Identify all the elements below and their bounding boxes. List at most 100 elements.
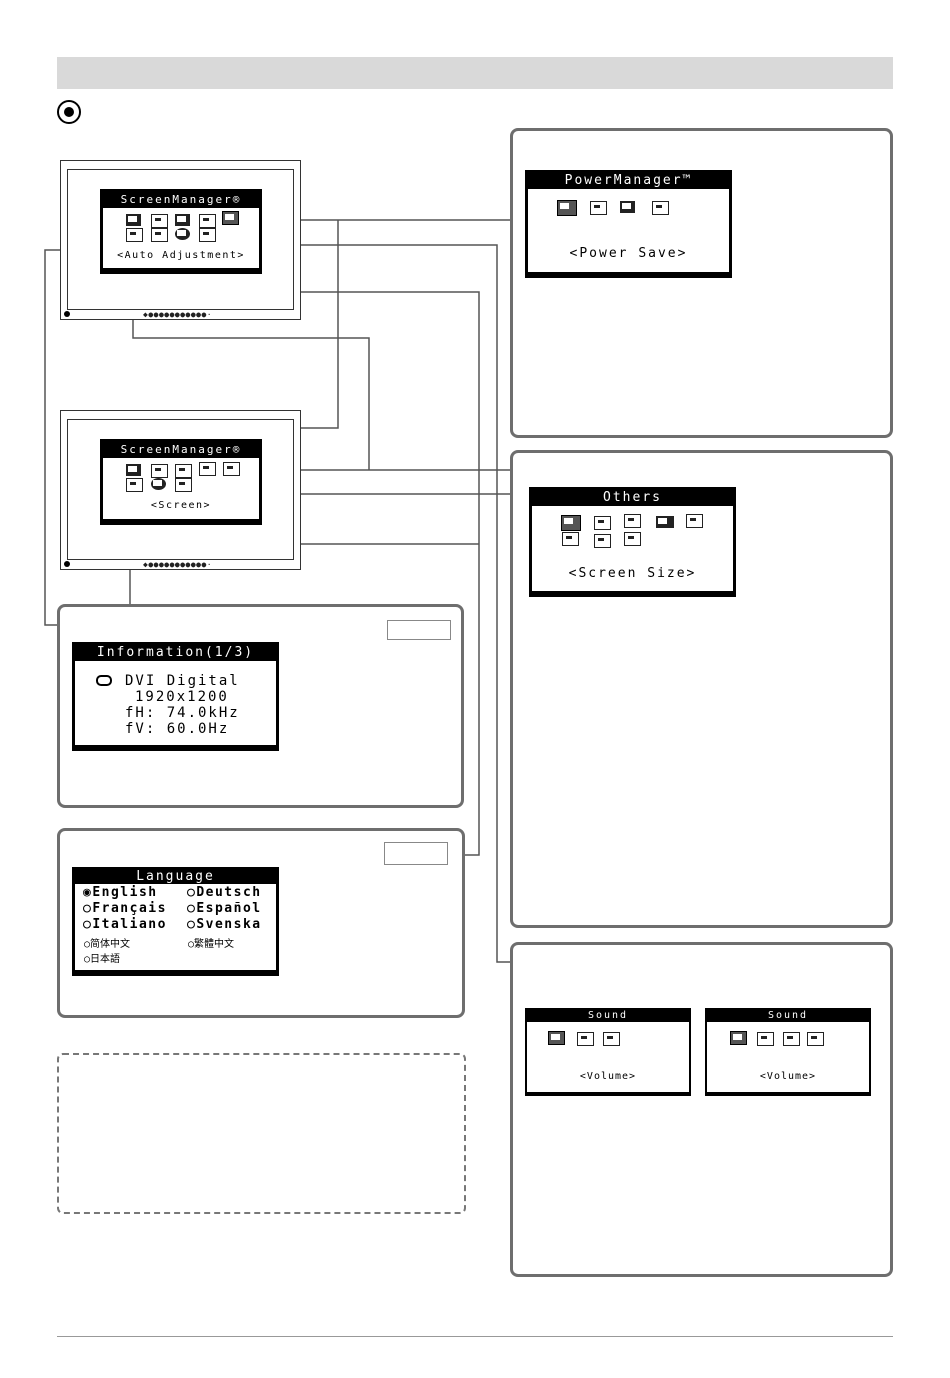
language-option-traditional-chinese: ○繁體中文	[188, 939, 235, 950]
information-icon	[126, 228, 143, 242]
auto-adjust-icon	[126, 464, 141, 476]
language-option-italiano: ○Italiano	[83, 917, 167, 932]
language-icon	[151, 478, 166, 490]
screen-icon	[151, 464, 168, 478]
osd-title: ScreenManager®	[120, 443, 242, 456]
eco-timer-icon	[620, 201, 635, 213]
osd-body: <Power Save>	[528, 189, 729, 272]
language-option-svenska: ○Svenska	[187, 917, 262, 932]
panel-badge	[384, 842, 448, 865]
power-manager-icon	[222, 211, 239, 225]
auto-adjust-icon	[126, 214, 141, 226]
radio-icon: ○	[187, 885, 197, 900]
osd-label: <Volume>	[579, 1071, 637, 1082]
sound-icon	[175, 464, 192, 478]
target-icon	[57, 100, 81, 124]
osd-body: <Volume>	[707, 1022, 869, 1092]
osd-title: ScreenManager®	[120, 193, 242, 206]
osd-body: DVI Digital 1920x1200 fH: 74.0kHz fV: 60…	[75, 661, 276, 745]
radio-icon: ○	[83, 917, 93, 932]
osd-label: <Auto Adjustment>	[117, 250, 245, 261]
color-icon	[175, 214, 190, 226]
osd-title: Others	[603, 490, 662, 505]
radio-icon: ○	[187, 901, 197, 916]
radio-icon: ○	[188, 939, 195, 950]
language-option-english: ◉English	[83, 885, 158, 900]
radio-icon: ○	[187, 917, 197, 932]
osd-sound-left: Sound <Volume>	[525, 1008, 691, 1096]
sound-source-icon	[783, 1032, 800, 1046]
return-icon	[624, 532, 641, 546]
osd-language: Language ◉English ○Deutsch ○Français ○Es…	[72, 867, 279, 976]
screen-icon	[151, 214, 168, 228]
footer-rule	[57, 1336, 893, 1337]
language-option-simplified-chinese: ○简体中文	[84, 939, 131, 950]
exit-icon	[199, 228, 216, 242]
volume-icon	[730, 1031, 747, 1045]
section-header-bar	[57, 57, 893, 89]
radio-icon: ○	[84, 954, 91, 965]
info-line-4: fV: 60.0Hz	[125, 721, 230, 737]
osd-title: Sound	[587, 1010, 629, 1021]
exit-icon	[175, 478, 192, 492]
monitor-buttons: ◆●●●●●●●●●●●·	[143, 560, 213, 569]
volume-icon	[548, 1031, 565, 1045]
reset-icon	[594, 534, 611, 548]
audio-input-icon	[757, 1032, 774, 1046]
monitor-screen	[67, 419, 294, 560]
return-icon	[652, 201, 669, 215]
power-led-icon	[64, 561, 70, 567]
osd-title: PowerManager™	[564, 173, 693, 188]
monitor-screen	[67, 169, 294, 310]
osd-settings-icon	[656, 516, 674, 528]
others-icon	[223, 462, 240, 476]
monitor-buttons: ◆●●●●●●●●●●●·	[143, 310, 213, 319]
osd-body: <Screen>	[103, 458, 259, 519]
osd-label: <Screen Size>	[568, 566, 697, 581]
language-option-espanol: ○Español	[187, 901, 262, 916]
language-option-deutsch: ○Deutsch	[187, 885, 262, 900]
osd-title: Information(1/3)	[96, 645, 255, 660]
osd-sound-right: Sound <Volume>	[705, 1008, 871, 1096]
power-save-icon	[557, 200, 577, 216]
return-icon	[603, 1032, 620, 1046]
note-box	[57, 1053, 466, 1214]
others-icon	[151, 228, 168, 242]
sound-panel	[510, 942, 893, 1277]
menu-position-icon	[624, 514, 641, 528]
osd-information: Information(1/3) DVI Digital 1920x1200 f…	[72, 642, 279, 751]
info-line-3: fH: 74.0kHz	[125, 705, 240, 721]
sound-icon	[199, 214, 216, 228]
border-intensity-icon	[594, 516, 611, 530]
power-manager-icon	[199, 462, 216, 476]
osd-body: <Volume>	[527, 1022, 689, 1092]
input-signal-icon	[96, 675, 112, 686]
orientation-icon	[686, 514, 703, 528]
language-icon	[175, 228, 190, 240]
language-option-francais: ○Français	[83, 901, 167, 916]
screen-size-icon	[561, 515, 581, 531]
osd-screenmanager-bottom: ScreenManager® <Screen>	[100, 439, 262, 525]
dvi-dmpm-icon	[590, 201, 607, 215]
osd-body: ◉English ○Deutsch ○Français ○Español ○It…	[75, 884, 276, 970]
radio-icon: ○	[83, 901, 93, 916]
osd-label: <Power Save>	[569, 246, 688, 261]
sound-source-icon	[577, 1032, 594, 1046]
power-led-icon	[64, 311, 70, 317]
osd-screenmanager-top: ScreenManager® <Auto Adjustment>	[100, 189, 262, 274]
panel-badge	[387, 620, 451, 640]
osd-others: Others <Screen Size>	[529, 487, 736, 597]
osd-power-manager: PowerManager™ <Power Save>	[525, 170, 732, 278]
information-icon	[126, 478, 143, 492]
return-icon	[807, 1032, 824, 1046]
osd-body: <Auto Adjustment>	[103, 208, 259, 268]
osd-label: <Volume>	[759, 1071, 817, 1082]
osd-title: Language	[136, 869, 215, 884]
language-option-japanese: ○日本語	[84, 954, 121, 965]
osd-title: Sound	[767, 1010, 809, 1021]
info-line-1: DVI Digital	[125, 673, 240, 689]
osd-body: <Screen Size>	[532, 506, 733, 591]
input-signal-icon	[562, 532, 579, 546]
radio-icon: ○	[84, 939, 91, 950]
radio-selected-icon: ◉	[83, 885, 93, 900]
